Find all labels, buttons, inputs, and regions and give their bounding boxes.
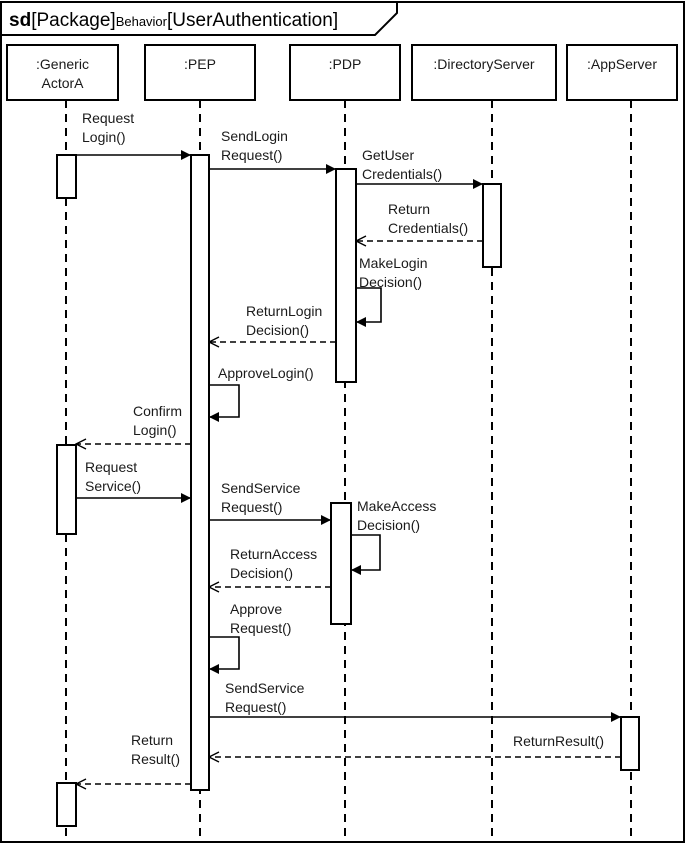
activation-bar-actor bbox=[56, 444, 77, 535]
activation-bars bbox=[56, 154, 640, 827]
activation-bar-pdp bbox=[330, 502, 352, 625]
message-label-line-2: Decision() bbox=[359, 274, 422, 290]
message-label-line-1: GetUser bbox=[362, 147, 414, 163]
activation-bar-pdp bbox=[335, 168, 357, 383]
lifeline-name-line-2: ActorA bbox=[41, 75, 84, 91]
self-call-arrow bbox=[209, 384, 240, 422]
lifeline-pdp: :PDP bbox=[289, 44, 401, 838]
message-label-line-2: Request() bbox=[230, 620, 291, 636]
lifeline-name: :PEP bbox=[184, 56, 216, 72]
self-call-arrow bbox=[209, 636, 240, 674]
message-label-line-2: Decision() bbox=[246, 322, 309, 338]
message-label-line-2: Request() bbox=[221, 147, 282, 163]
message-label-line-1: ReturnResult() bbox=[513, 733, 604, 749]
message-label-line-1: Request bbox=[82, 110, 134, 126]
lifeline-head-box bbox=[411, 44, 557, 101]
message-label-line-1: ApproveLogin() bbox=[218, 365, 314, 381]
activation-bar-pep bbox=[190, 154, 210, 791]
message-label-line-1: SendService bbox=[221, 480, 301, 496]
frame-name-tab bbox=[1, 2, 398, 36]
messages: RequestLogin()SendLoginRequest()GetUserC… bbox=[76, 110, 621, 784]
message-approve-login: ApproveLogin() bbox=[209, 365, 314, 422]
message-label-line-2: Credentials() bbox=[362, 166, 442, 182]
message-return-result-app: ReturnResult() bbox=[209, 733, 621, 757]
message-label-line-1: SendService bbox=[225, 680, 305, 696]
message-label-line-1: MakeLogin bbox=[359, 255, 428, 271]
message-label-line-2: Decision() bbox=[230, 565, 293, 581]
lifeline-app: :AppServer bbox=[566, 44, 678, 838]
message-return-result: ReturnResult() bbox=[76, 732, 191, 784]
message-label-line-1: Confirm bbox=[133, 403, 182, 419]
self-call-arrow bbox=[356, 287, 382, 327]
activation-bar-app bbox=[620, 716, 640, 771]
message-label-line-2: Service() bbox=[85, 478, 141, 494]
lifeline-name: :DirectoryServer bbox=[433, 56, 534, 72]
message-label-line-2: Login() bbox=[133, 422, 177, 438]
lifeline-head-box bbox=[6, 44, 119, 101]
lifeline-head-box bbox=[144, 44, 256, 101]
message-label-line-1: Return bbox=[388, 201, 430, 217]
lifeline-name: :AppServer bbox=[587, 56, 657, 72]
activation-bar-dir bbox=[482, 183, 502, 268]
self-call-arrow bbox=[351, 534, 381, 575]
message-label-line-1: SendLogin bbox=[221, 128, 288, 144]
activation-bar-actor bbox=[56, 782, 77, 827]
lifeline-head-box bbox=[566, 44, 678, 101]
message-label-line-2: Request() bbox=[225, 699, 286, 715]
message-label-line-1: ReturnLogin bbox=[246, 303, 322, 319]
frame-title: sd[Package]Behavior[UserAuthentication] bbox=[9, 10, 338, 31]
message-label-line-1: Request bbox=[85, 459, 137, 475]
message-label-line-2: Decision() bbox=[357, 517, 420, 533]
lifeline-dir: :DirectoryServer bbox=[411, 44, 557, 838]
message-label-line-1: MakeAccess bbox=[357, 498, 436, 514]
lifeline-name: :PDP bbox=[329, 56, 362, 72]
lifeline-name: :Generic bbox=[36, 56, 89, 72]
lifeline-head-box bbox=[289, 44, 401, 101]
message-label-line-1: Return bbox=[131, 732, 173, 748]
activation-bar-actor bbox=[56, 154, 77, 199]
message-label-line-1: ReturnAccess bbox=[230, 546, 317, 562]
message-label-line-2: Result() bbox=[131, 751, 180, 767]
message-label-line-2: Request() bbox=[221, 499, 282, 515]
message-label-line-1: Approve bbox=[230, 601, 282, 617]
message-label-line-2: Credentials() bbox=[388, 220, 468, 236]
message-label-line-2: Login() bbox=[82, 129, 126, 145]
